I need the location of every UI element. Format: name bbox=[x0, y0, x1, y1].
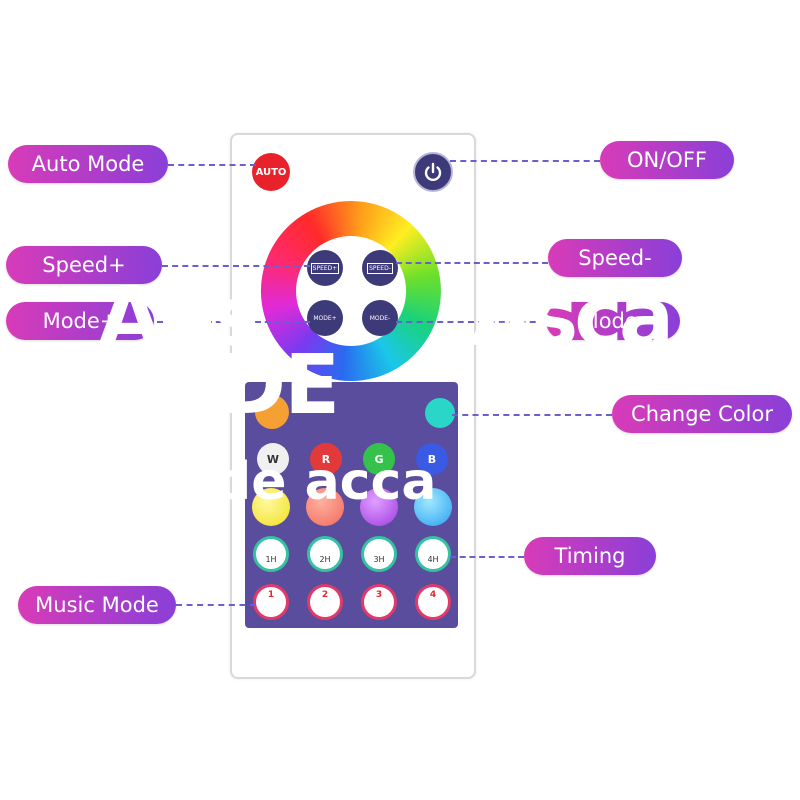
blue-button[interactable]: B bbox=[416, 443, 448, 475]
overlay-text-middle: DE bbox=[218, 338, 340, 433]
leader-mode-minus bbox=[396, 321, 546, 323]
red-button-label: R bbox=[321, 452, 331, 466]
timer-2h-label: 2H bbox=[319, 555, 331, 564]
color-button-yellow[interactable] bbox=[252, 488, 290, 526]
leader-on-off bbox=[450, 160, 600, 162]
music-3-button[interactable]: 3 bbox=[361, 584, 397, 620]
leader-music-mode bbox=[176, 604, 256, 606]
blue-button-label: B bbox=[427, 452, 437, 466]
power-button[interactable] bbox=[413, 152, 453, 192]
leader-speed-plus bbox=[162, 265, 310, 267]
mode-minus-label: Mode- bbox=[546, 302, 680, 340]
color-button-cyan[interactable] bbox=[425, 398, 455, 428]
mode-up-button[interactable]: MODE+ bbox=[307, 300, 343, 336]
timer-1h-label: 1H bbox=[265, 555, 277, 564]
music-2-label: 2 bbox=[321, 590, 329, 600]
timer-1h-button[interactable]: 1H bbox=[253, 536, 289, 572]
leader-timing bbox=[450, 556, 524, 558]
color-button-orange[interactable] bbox=[255, 395, 289, 429]
timer-4h-label: 4H bbox=[427, 555, 439, 564]
auto-mode-label: Auto Mode bbox=[8, 145, 168, 183]
auto-button[interactable]: AUTO bbox=[252, 153, 290, 191]
speed-down-button[interactable]: SPEED- bbox=[362, 250, 398, 286]
music-4-button[interactable]: 4 bbox=[415, 584, 451, 620]
red-button[interactable]: R bbox=[310, 443, 342, 475]
mode-down-button-label: MODE- bbox=[369, 314, 391, 322]
mode-up-button-label: MODE+ bbox=[313, 314, 337, 322]
white-button[interactable]: W bbox=[257, 443, 289, 475]
speed-down-button-label: SPEED- bbox=[367, 262, 393, 274]
speed-plus-label: Speed+ bbox=[6, 246, 162, 284]
leader-auto-mode bbox=[168, 164, 256, 166]
mode-down-button[interactable]: MODE- bbox=[362, 300, 398, 336]
color-button-purple[interactable] bbox=[360, 488, 398, 526]
white-button-label: W bbox=[266, 452, 280, 466]
music-mode-label: Music Mode bbox=[18, 586, 176, 624]
on-off-label: ON/OFF bbox=[600, 141, 734, 179]
music-2-button[interactable]: 2 bbox=[307, 584, 343, 620]
leader-change-color bbox=[452, 414, 612, 416]
speed-up-button-label: SPEED+ bbox=[310, 262, 340, 274]
speed-minus-label: Speed- bbox=[548, 239, 682, 277]
timing-label: Timing bbox=[524, 537, 656, 575]
auto-button-label: AUTO bbox=[255, 166, 287, 178]
music-3-label: 3 bbox=[375, 590, 383, 600]
music-1-button[interactable]: 1 bbox=[253, 584, 289, 620]
overlay-text-left: Aes bbox=[98, 270, 262, 365]
timer-4h-button[interactable]: 4H bbox=[415, 536, 451, 572]
color-button-sky[interactable] bbox=[414, 488, 452, 526]
leader-mode-plus bbox=[108, 321, 310, 323]
mode-plus-label: Mode+ bbox=[6, 302, 154, 340]
power-icon bbox=[424, 162, 442, 182]
change-color-label: Change Color bbox=[612, 395, 792, 433]
speed-up-button[interactable]: SPEED+ bbox=[307, 250, 343, 286]
music-1-label: 1 bbox=[267, 590, 275, 600]
overlay-text-right: Asca bbox=[470, 270, 674, 365]
leader-speed-minus bbox=[396, 262, 548, 264]
timer-3h-label: 3H bbox=[373, 555, 385, 564]
timer-2h-button[interactable]: 2H bbox=[307, 536, 343, 572]
overlay-text-bottom: de acca bbox=[214, 452, 437, 512]
green-button-label: G bbox=[374, 452, 384, 466]
green-button[interactable]: G bbox=[363, 443, 395, 475]
timer-3h-button[interactable]: 3H bbox=[361, 536, 397, 572]
color-wheel-ring[interactable] bbox=[258, 198, 444, 384]
music-4-label: 4 bbox=[429, 590, 437, 600]
color-button-coral[interactable] bbox=[306, 488, 344, 526]
